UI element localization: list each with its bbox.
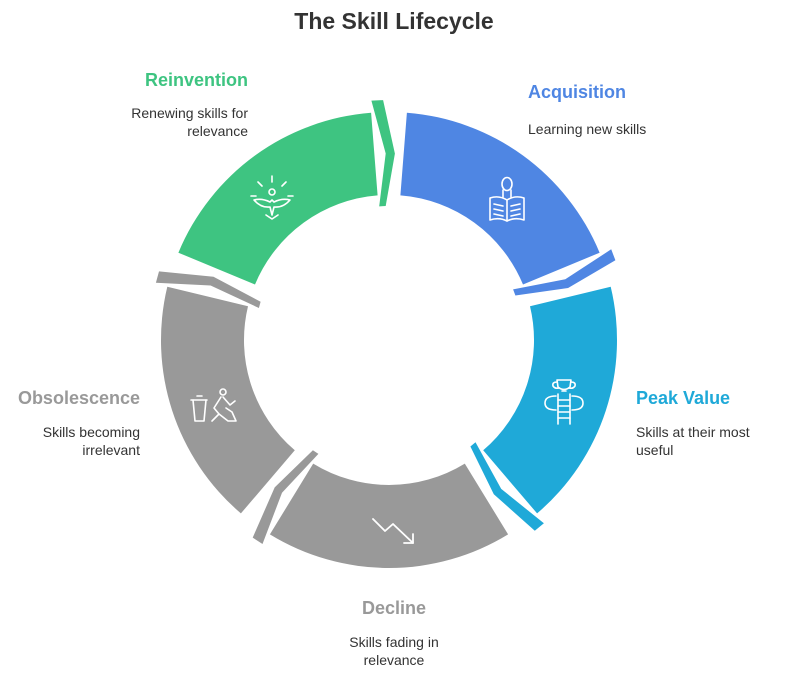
obsolescence-title: Obsolescence [17,388,140,408]
acquisition-title: Acquisition [528,82,626,102]
reinvention-title: Reinvention [144,70,248,90]
segment-peak-value [483,286,618,514]
connector-tab-peak-value [470,442,544,531]
peak-value-description: Skills at their most useful [636,424,750,458]
trophy-ladder-icon [544,379,584,425]
reading-person-icon [489,176,525,222]
segment-reinvention [178,112,378,285]
obsolescence-description: Skills becoming irrelevant [42,424,140,458]
peak-value-title: Peak Value [636,388,731,408]
segment-decline [269,463,509,568]
segment-obsolescence [160,286,295,514]
reinvention-description: Renewing skills for relevance [131,105,248,139]
decline-title: Decline [361,598,427,618]
phoenix-icon [250,175,294,220]
trash-icon [190,388,237,422]
decline-description: Skills fading in relevance [349,634,439,668]
connector-tab-reinvention [371,100,395,207]
segment-acquisition [400,112,600,285]
connector-tab-acquisition [513,249,616,296]
connector-tab-decline [252,450,319,544]
acquisition-description: Learning new skills [528,121,647,137]
page-title: The Skill Lifecycle [294,8,494,34]
trend-down-icon [372,518,414,544]
connector-tab-obsolescence [155,271,261,308]
